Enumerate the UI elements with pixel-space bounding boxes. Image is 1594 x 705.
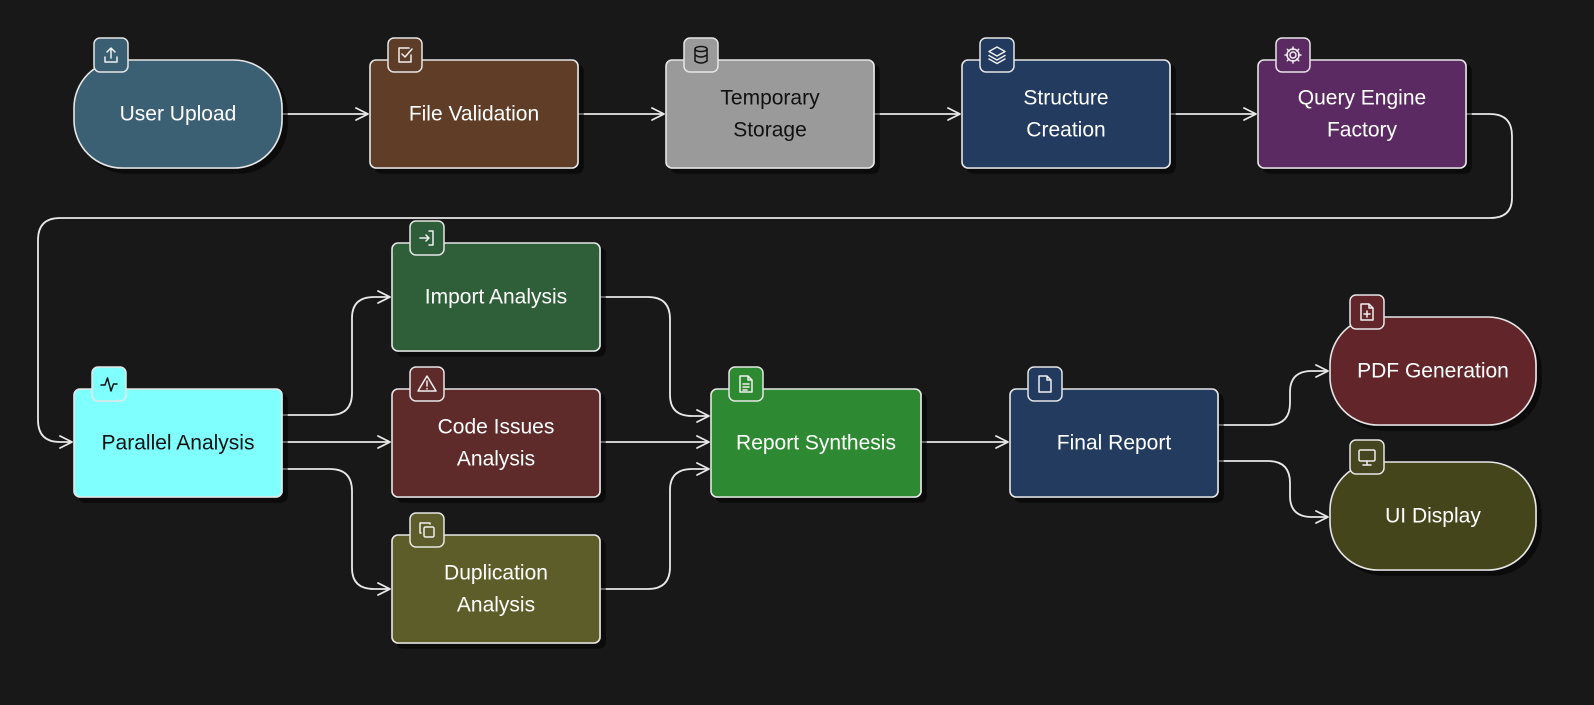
node-shape	[391, 242, 601, 352]
node-shape	[73, 388, 283, 498]
node-label: Creation	[1026, 119, 1105, 142]
node-shape	[369, 59, 579, 169]
upload-icon	[93, 37, 129, 73]
node-label: File Validation	[409, 103, 539, 126]
node-shape	[710, 388, 922, 498]
copy-icon	[409, 512, 445, 548]
edge-query-engine-factory-to-parallel-analysis	[37, 113, 1513, 449]
node-shape	[1257, 59, 1467, 169]
node-label: Query Engine	[1298, 87, 1426, 110]
node-label: Storage	[733, 119, 807, 142]
node-pdf-generation[interactable]: PDF Generation	[1329, 294, 1537, 426]
monitor-icon	[1349, 439, 1385, 475]
nodes-layer: User Upload File Validation TemporaryStora…	[73, 37, 1537, 644]
node-label: Factory	[1327, 119, 1398, 142]
node-shape	[1329, 316, 1537, 426]
edge-parallel-analysis-to-duplication-analysis	[282, 468, 391, 596]
node-label: Analysis	[457, 448, 535, 471]
layers-icon	[979, 37, 1015, 73]
file-icon	[1027, 366, 1063, 402]
node-final-report[interactable]: Final Report	[1009, 366, 1219, 498]
node-label: Analysis	[457, 594, 535, 617]
node-shape	[665, 59, 875, 169]
import-icon	[409, 220, 445, 256]
node-report-synthesis[interactable]: Report Synthesis	[710, 366, 922, 498]
node-user-upload[interactable]: User Upload	[73, 37, 283, 169]
node-shape	[391, 388, 601, 498]
edge-final-report-to-ui-display	[1218, 460, 1329, 524]
node-shape	[1329, 461, 1537, 571]
activity-icon	[91, 366, 127, 402]
edge-final-report-to-pdf-generation	[1218, 364, 1329, 426]
node-label: Duplication	[444, 562, 548, 585]
node-shape	[961, 59, 1171, 169]
node-label: Report Synthesis	[736, 432, 896, 455]
node-ui-display[interactable]: UI Display	[1329, 439, 1537, 571]
node-label: Structure	[1023, 87, 1108, 110]
warning-icon	[409, 366, 445, 402]
node-file-validation[interactable]: File Validation	[369, 37, 579, 169]
node-import-analysis[interactable]: Import Analysis	[391, 220, 601, 352]
node-label: Import Analysis	[425, 286, 567, 309]
gear-icon	[1275, 37, 1311, 73]
node-label: UI Display	[1385, 505, 1481, 528]
node-label: Code Issues	[438, 416, 555, 439]
node-label: Parallel Analysis	[102, 432, 255, 455]
node-shape	[73, 59, 283, 169]
database-icon	[683, 37, 719, 73]
check-square-icon	[387, 37, 423, 73]
node-shape	[391, 534, 601, 644]
node-parallel-analysis[interactable]: Parallel Analysis	[73, 366, 283, 498]
document-icon	[728, 366, 764, 402]
edges-layer	[37, 107, 1513, 596]
edge-parallel-analysis-to-import-analysis	[282, 290, 391, 416]
node-label: Final Report	[1057, 432, 1172, 455]
node-label: PDF Generation	[1357, 360, 1509, 383]
node-shape	[1009, 388, 1219, 498]
node-label: Temporary	[720, 87, 820, 110]
edge-import-analysis-to-report-synthesis	[600, 296, 710, 423]
file-plus-icon	[1349, 294, 1385, 330]
edge-duplication-analysis-to-report-synthesis	[600, 462, 710, 590]
node-label: User Upload	[120, 103, 237, 126]
